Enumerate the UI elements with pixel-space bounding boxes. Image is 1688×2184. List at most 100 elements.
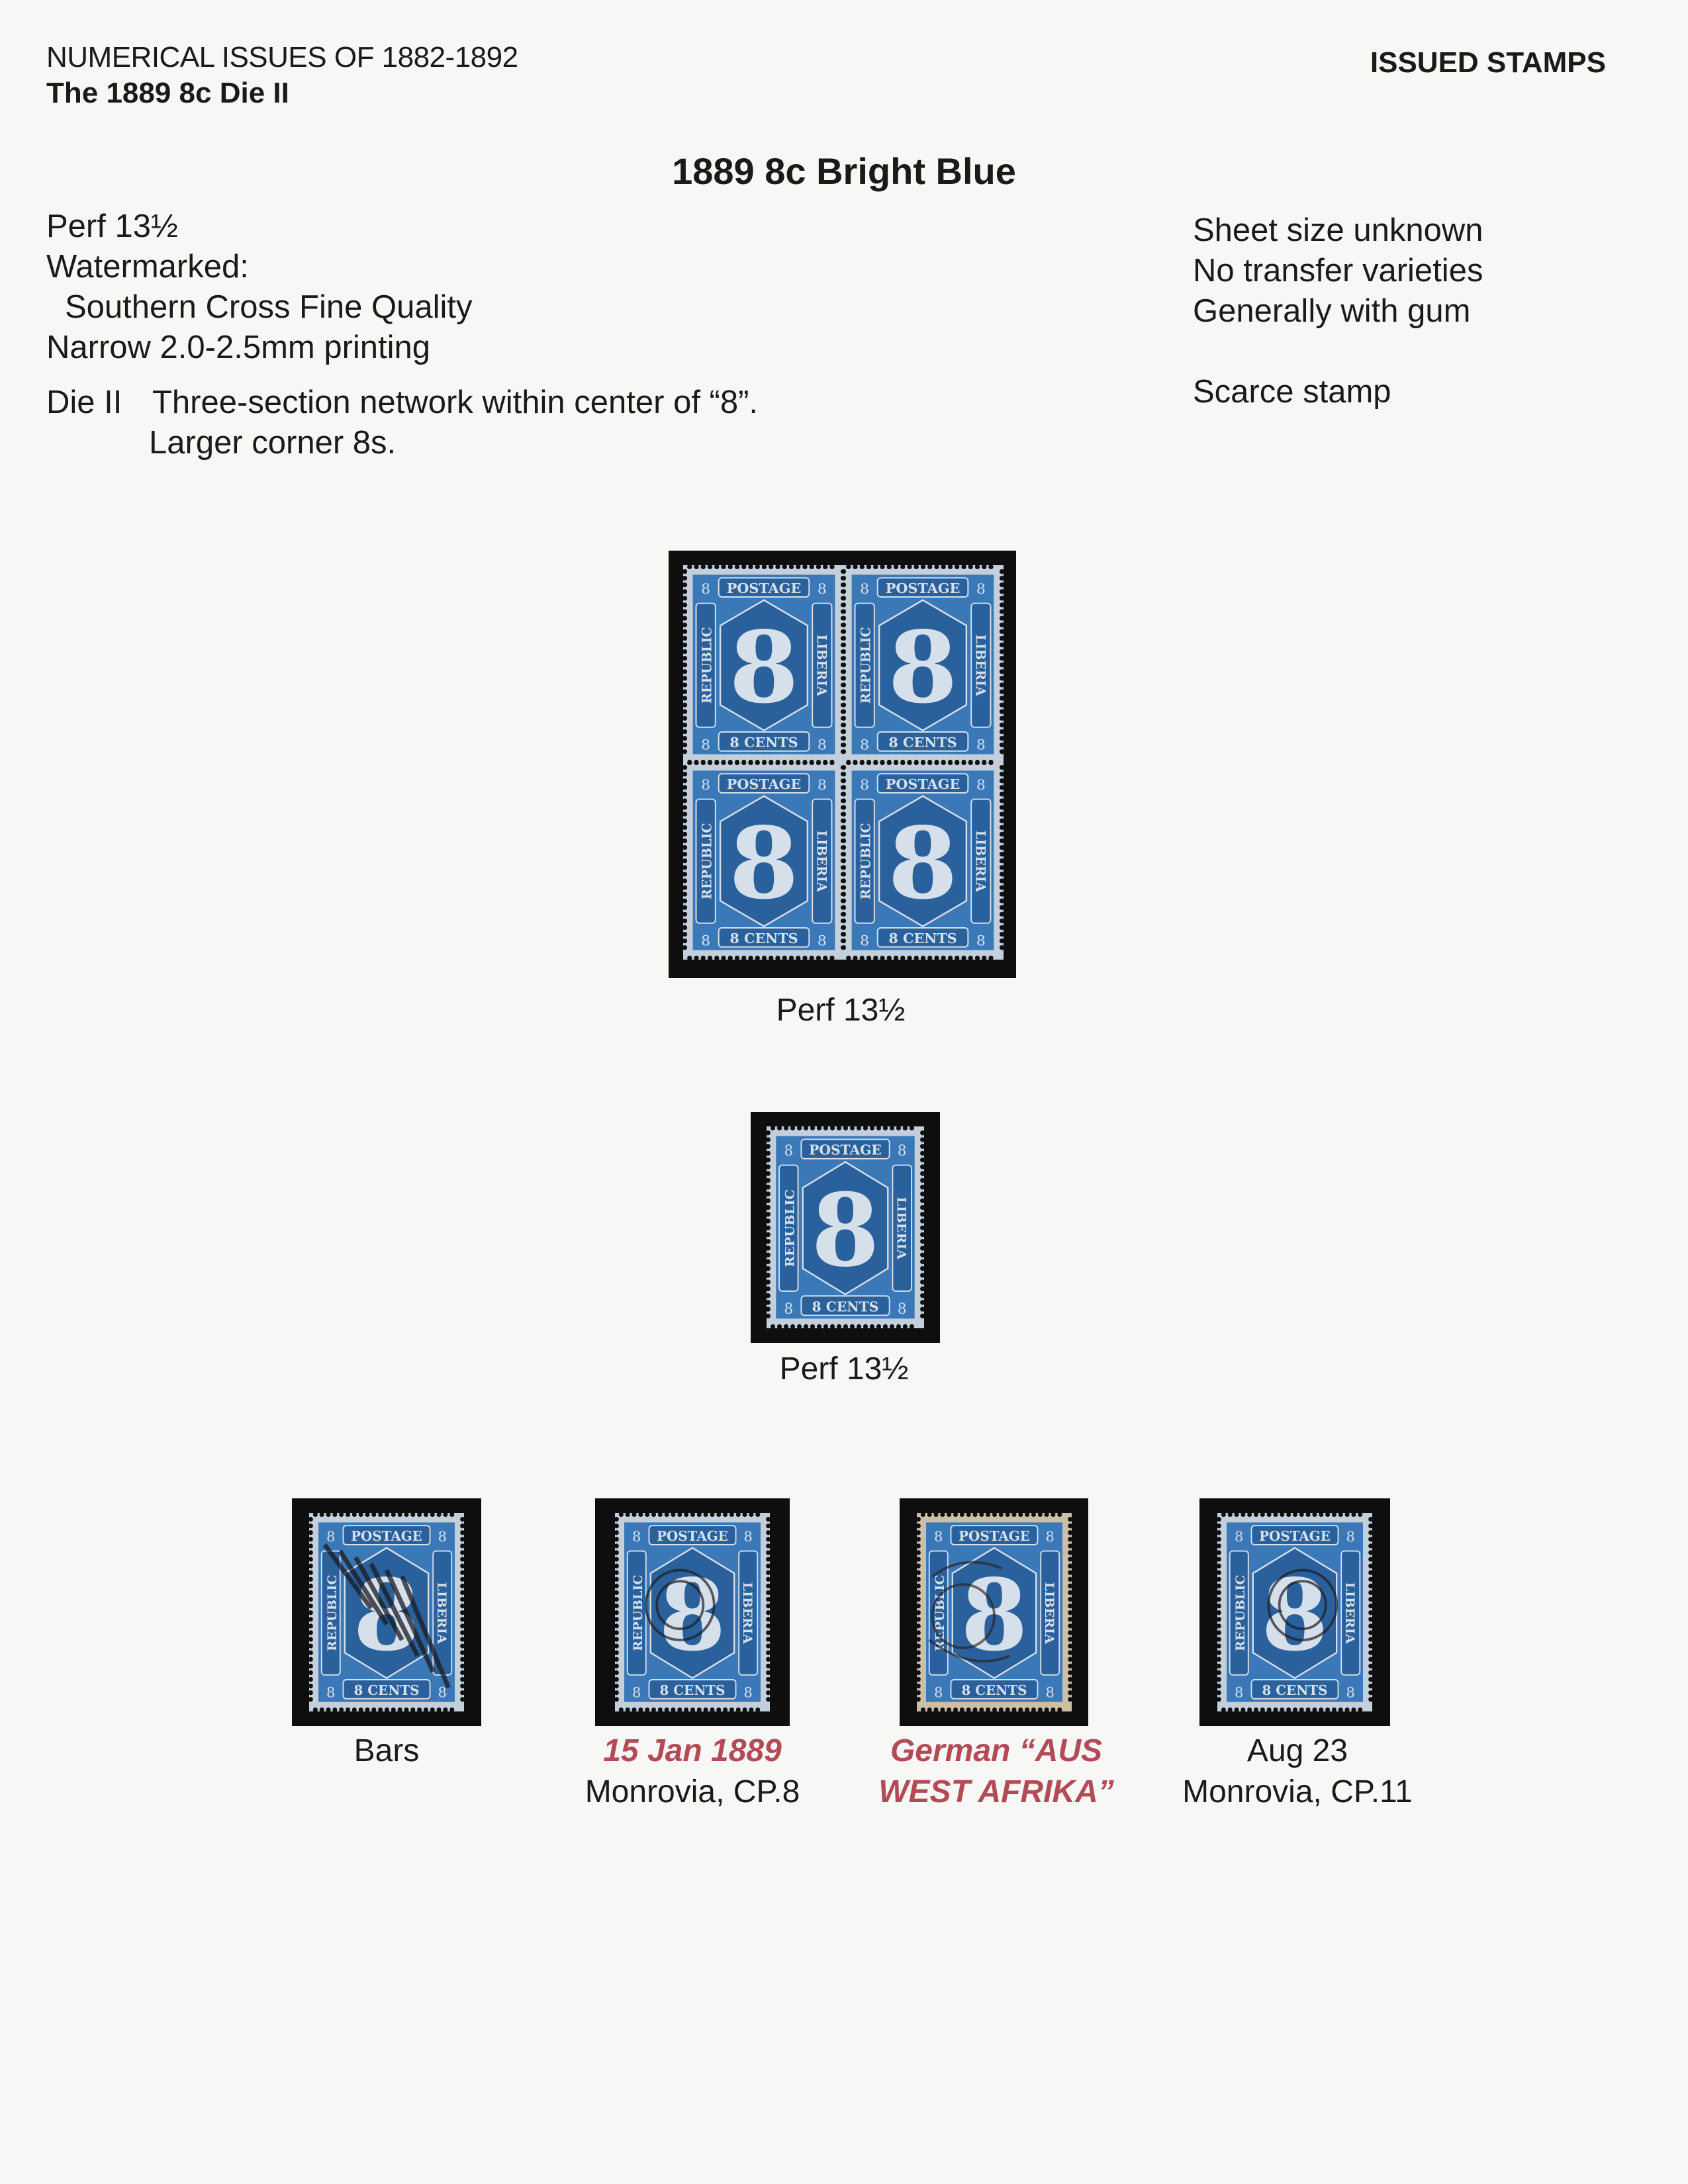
- svg-text:8 CENTS: 8 CENTS: [888, 735, 957, 751]
- svg-text:REPUBLIC: REPUBLIC: [700, 823, 715, 899]
- svg-text:LIBERIA: LIBERIA: [1042, 1582, 1056, 1644]
- svg-text:8: 8: [659, 1557, 726, 1673]
- svg-text:8: 8: [818, 777, 827, 794]
- stamp-image: POSTAGE 8 CENTS REPUBLIC LIBERIA 8 8 8 8…: [917, 1513, 1072, 1711]
- svg-text:8: 8: [784, 1301, 794, 1318]
- svg-text:POSTAGE: POSTAGE: [959, 1528, 1030, 1544]
- stamp-image: POSTAGE 8 CENTS REPUBLIC LIBERIA 8 8 8 8…: [615, 1513, 770, 1711]
- watermark-value: Southern Cross Fine Quality: [65, 289, 473, 325]
- block-caption: Perf 13½: [776, 993, 906, 1028]
- stamp-image: POSTAGE 8 CENTS REPUBLIC LIBERIA 8 8 8 8…: [683, 761, 845, 960]
- svg-text:8: 8: [729, 806, 798, 922]
- svg-text:8: 8: [729, 610, 798, 726]
- svg-text:REPUBLIC: REPUBLIC: [933, 1574, 947, 1651]
- svg-text:8: 8: [744, 1529, 753, 1545]
- svg-text:LIBERIA: LIBERIA: [972, 635, 988, 697]
- svg-text:LIBERIA: LIBERIA: [814, 635, 829, 697]
- svg-text:8: 8: [326, 1684, 335, 1701]
- svg-text:REPUBLIC: REPUBLIC: [700, 627, 715, 704]
- die-label: Die II: [46, 385, 122, 420]
- used-mount-3: POSTAGE 8 CENTS REPUBLIC LIBERIA 8 8 8 8…: [900, 1498, 1088, 1726]
- subsection-heading: The 1889 8c Die II: [46, 77, 289, 109]
- left-notes: Perf 13½ Watermarked: Southern Cross Fin…: [46, 206, 758, 463]
- section-heading: NUMERICAL ISSUES OF 1882-1892: [46, 41, 518, 73]
- svg-text:REPUBLIC: REPUBLIC: [631, 1574, 645, 1651]
- single-caption: Perf 13½: [779, 1351, 909, 1387]
- svg-text:POSTAGE: POSTAGE: [351, 1528, 422, 1544]
- svg-text:8: 8: [784, 1143, 794, 1160]
- svg-text:8: 8: [976, 933, 986, 950]
- postmark-icon: [1267, 1569, 1338, 1641]
- svg-text:POSTAGE: POSTAGE: [809, 1142, 882, 1158]
- used-mount-1: POSTAGE 8 CENTS REPUBLIC LIBERIA 8 8 8 8…: [292, 1498, 481, 1726]
- svg-text:8: 8: [701, 737, 710, 754]
- svg-text:8: 8: [1235, 1684, 1243, 1701]
- bar-cancel: [322, 1543, 451, 1689]
- svg-text:POSTAGE: POSTAGE: [1259, 1528, 1331, 1544]
- die-line-2: Larger corner 8s.: [149, 425, 397, 461]
- svg-text:8: 8: [888, 610, 957, 726]
- single-stamp-mount: POSTAGE 8 CENTS REPUBLIC LIBERIA 8 8 8 8…: [751, 1112, 940, 1343]
- caption-cp8-date: 15 Jan 1889: [603, 1733, 782, 1768]
- svg-text:8: 8: [632, 1684, 641, 1701]
- svg-text:POSTAGE: POSTAGE: [886, 580, 961, 596]
- svg-text:8: 8: [326, 1529, 335, 1545]
- svg-text:8: 8: [812, 1172, 880, 1289]
- stamp-block-bottom-right: POSTAGE 8 CENTS REPUBLIC LIBERIA 8 8 8 8…: [842, 761, 1004, 960]
- stamp-image: POSTAGE 8 CENTS REPUBLIC LIBERIA 8 8 8 8…: [767, 1126, 924, 1328]
- stamp-used-german: POSTAGE 8 CENTS REPUBLIC LIBERIA 8 8 8 8…: [917, 1513, 1072, 1711]
- postmark-icon: [928, 1561, 1011, 1662]
- caption-bars: Bars: [241, 1731, 532, 1772]
- svg-text:8: 8: [860, 581, 869, 598]
- svg-text:REPUBLIC: REPUBLIC: [325, 1574, 340, 1651]
- stamp-block-top-left: POSTAGE 8 CENTS REPUBLIC LIBERIA 8 8 8 8…: [683, 565, 845, 764]
- svg-text:REPUBLIC: REPUBLIC: [782, 1189, 798, 1267]
- svg-text:LIBERIA: LIBERIA: [434, 1582, 449, 1644]
- svg-text:8: 8: [818, 737, 827, 754]
- svg-text:8: 8: [438, 1529, 447, 1545]
- svg-text:8: 8: [701, 933, 710, 950]
- svg-text:POSTAGE: POSTAGE: [657, 1528, 728, 1544]
- caption-german-line1: German “AUS: [890, 1733, 1103, 1768]
- caption-cp11-date: Aug 23: [1246, 1733, 1348, 1768]
- category-heading: ISSUED STAMPS: [1370, 46, 1606, 79]
- page-title: 1889 8c Bright Blue: [672, 150, 1016, 192]
- stamp-used-cp11: POSTAGE 8 CENTS REPUBLIC LIBERIA 8 8 8 8…: [1217, 1513, 1372, 1711]
- caption-german: German “AUS WEST AFRIKA”: [851, 1731, 1142, 1813]
- svg-text:8: 8: [860, 777, 869, 794]
- svg-text:8 CENTS: 8 CENTS: [729, 931, 798, 946]
- svg-text:POSTAGE: POSTAGE: [727, 580, 802, 596]
- svg-text:LIBERIA: LIBERIA: [740, 1582, 755, 1644]
- svg-text:8: 8: [1346, 1529, 1355, 1545]
- svg-text:POSTAGE: POSTAGE: [886, 776, 961, 792]
- svg-text:8: 8: [701, 777, 710, 794]
- gum-note: Generally with gum: [1193, 293, 1471, 329]
- svg-text:8: 8: [898, 1301, 907, 1318]
- svg-text:LIBERIA: LIBERIA: [972, 831, 988, 893]
- die-line-1: Three-section network within center of “…: [152, 385, 759, 420]
- used-mount-2: POSTAGE 8 CENTS REPUBLIC LIBERIA 8 8 8 8…: [595, 1498, 790, 1726]
- svg-text:8 CENTS: 8 CENTS: [353, 1682, 419, 1698]
- caption-cp11-place: Monrovia, CP.11: [1182, 1774, 1413, 1809]
- svg-text:POSTAGE: POSTAGE: [727, 776, 802, 792]
- watermark-label: Watermarked:: [46, 249, 249, 285]
- svg-text:8: 8: [1046, 1529, 1055, 1545]
- stamp-image: POSTAGE 8 CENTS REPUBLIC LIBERIA 8 8 8 8…: [1217, 1513, 1372, 1711]
- caption-cp8-place: Monrovia, CP.8: [585, 1774, 800, 1809]
- svg-text:8: 8: [888, 806, 957, 922]
- svg-text:8: 8: [1262, 1557, 1329, 1673]
- stamp-block-top-right: POSTAGE 8 CENTS REPUBLIC LIBERIA 8 8 8 8…: [842, 565, 1004, 764]
- stamp-single: POSTAGE 8 CENTS REPUBLIC LIBERIA 8 8 8 8…: [767, 1126, 924, 1328]
- scarcity-note: Scarce stamp: [1193, 374, 1391, 410]
- stamp-image: POSTAGE 8 CENTS REPUBLIC LIBERIA 8 8 8 8…: [842, 761, 1004, 960]
- svg-text:REPUBLIC: REPUBLIC: [1233, 1574, 1248, 1651]
- stamp-used-cp8: POSTAGE 8 CENTS REPUBLIC LIBERIA 8 8 8 8…: [615, 1513, 770, 1711]
- svg-text:8: 8: [898, 1143, 907, 1160]
- svg-text:8 CENTS: 8 CENTS: [888, 931, 957, 946]
- perf-note: Perf 13½: [46, 208, 178, 244]
- svg-text:8: 8: [976, 581, 986, 598]
- svg-text:8: 8: [818, 581, 827, 598]
- die-note: Die II Three-section network within cent…: [46, 383, 758, 423]
- svg-text:REPUBLIC: REPUBLIC: [859, 627, 874, 704]
- svg-text:8 CENTS: 8 CENTS: [812, 1298, 879, 1314]
